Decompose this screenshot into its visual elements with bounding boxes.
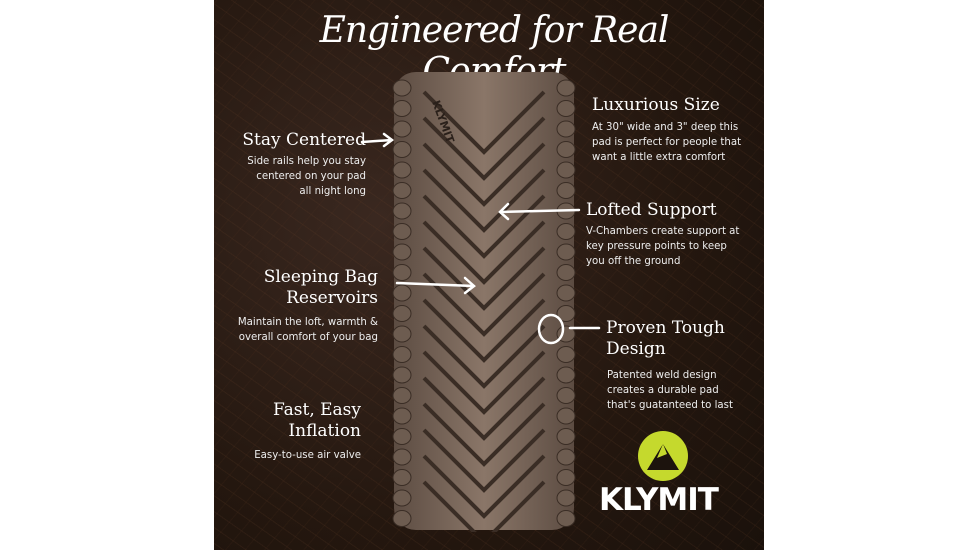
side-rail (392, 366, 412, 384)
side-rail (556, 120, 576, 138)
v-chamber (422, 142, 546, 207)
side-rail (392, 346, 412, 363)
arrow-icon (360, 132, 395, 148)
side-rail (392, 428, 412, 445)
luxurious-text: At 30" wide and 3" deep this pad is perfe… (592, 120, 741, 165)
sleeping-pad-image: KLYMIT (392, 72, 576, 532)
text-line: Maintain the loft, warmth & (237, 317, 378, 328)
side-rail (392, 100, 412, 117)
text-line: pad is perfect for people that (592, 137, 742, 148)
v-chamber (422, 324, 546, 389)
side-rail (392, 305, 412, 322)
side-rail (392, 79, 412, 97)
side-rail (556, 469, 576, 486)
text-line: At 30" wide and 3" deep this (592, 122, 739, 133)
text-line: want a little extra comfort (592, 152, 726, 163)
side-rail (556, 141, 576, 158)
side-rail (392, 387, 412, 404)
centered-heading: Stay Centered (242, 130, 366, 150)
side-rail (556, 510, 576, 527)
text-line: all night long (299, 186, 366, 197)
heading-line: Proven Tough (606, 318, 725, 338)
v-chamber (422, 480, 546, 532)
side-rail (556, 305, 576, 322)
lofted-text: V-Chambers create support at key pressure… (586, 224, 739, 269)
headline: Engineered for Real Comfort (319, 10, 670, 92)
side-rail (392, 469, 412, 486)
luxurious-heading: Luxurious Size (592, 95, 720, 115)
side-rail (392, 202, 412, 220)
text-line: creates a durable pad (607, 385, 719, 396)
v-chamber (422, 376, 546, 441)
side-rail (556, 182, 576, 199)
klymit-logo-icon (638, 431, 688, 481)
tough-text: Patented weld design creates a durable pa… (607, 368, 733, 413)
side-rail (556, 243, 576, 261)
side-rail (392, 264, 412, 281)
text-line: Easy-to-use air valve (254, 450, 361, 461)
side-rail (392, 182, 412, 199)
arrows (360, 132, 601, 345)
side-rail (392, 284, 412, 302)
heading-line: Reservoirs (286, 288, 378, 308)
side-rail (392, 243, 412, 261)
side-rail (556, 346, 576, 363)
side-rail (556, 264, 576, 281)
heading-line: Fast, Easy (272, 400, 361, 420)
side-rail (556, 489, 576, 507)
heading-line: Design (606, 339, 666, 359)
side-rail (556, 100, 576, 117)
v-chamber (422, 428, 546, 493)
v-chamber (422, 298, 546, 363)
v-chamber (422, 246, 546, 311)
arrow-icon (395, 276, 476, 295)
arrow-icon (498, 202, 581, 221)
v-chamber (422, 168, 546, 233)
lofted-heading: Lofted Support (586, 200, 717, 220)
side-rail (392, 141, 412, 158)
text-line: Patented weld design (607, 370, 717, 381)
circle-highlight-icon (537, 313, 565, 345)
v-chamber (422, 194, 546, 259)
side-rail (556, 428, 576, 445)
side-rail (556, 284, 576, 302)
side-rail (392, 325, 412, 343)
text-line: overall comfort of your bag (238, 332, 378, 343)
side-rail (392, 223, 412, 240)
heading-line: Inflation (288, 421, 361, 441)
v-chamber (422, 350, 546, 415)
v-chamber (422, 116, 546, 181)
v-chamber (422, 454, 546, 519)
side-rail (392, 161, 412, 179)
v-chamber (422, 402, 546, 467)
text-line: V-Chambers create support at (586, 226, 740, 237)
side-rail (556, 448, 576, 466)
side-rail (392, 120, 412, 138)
side-rail (556, 407, 576, 425)
text-line: Side rails help you stay (247, 156, 366, 167)
side-rail (392, 448, 412, 466)
side-rail (556, 223, 576, 240)
text-line: you off the ground (586, 256, 681, 267)
heading-line: Sleeping Bag (263, 267, 378, 287)
v-chamber (422, 220, 546, 285)
product-infographic: Engineered for Real Comfort KLYMIT Luxur… (214, 0, 764, 550)
v-chamber (422, 90, 546, 155)
side-rail (392, 510, 412, 527)
text-line: that's guatanteed to last (607, 400, 733, 411)
text-line: key pressure points to keep (586, 241, 727, 252)
side-rail (392, 489, 412, 507)
side-rail (556, 161, 576, 179)
side-rail (556, 366, 576, 384)
side-rail (392, 407, 412, 425)
text-line: centered on your pad (256, 171, 366, 182)
centered-block: Stay Centered Side rails help you stay ce… (214, 130, 366, 199)
side-rail (556, 79, 576, 97)
v-chamber (422, 272, 546, 337)
side-rail (556, 387, 576, 404)
klymit-logo-text: KLYMIT (599, 482, 719, 518)
